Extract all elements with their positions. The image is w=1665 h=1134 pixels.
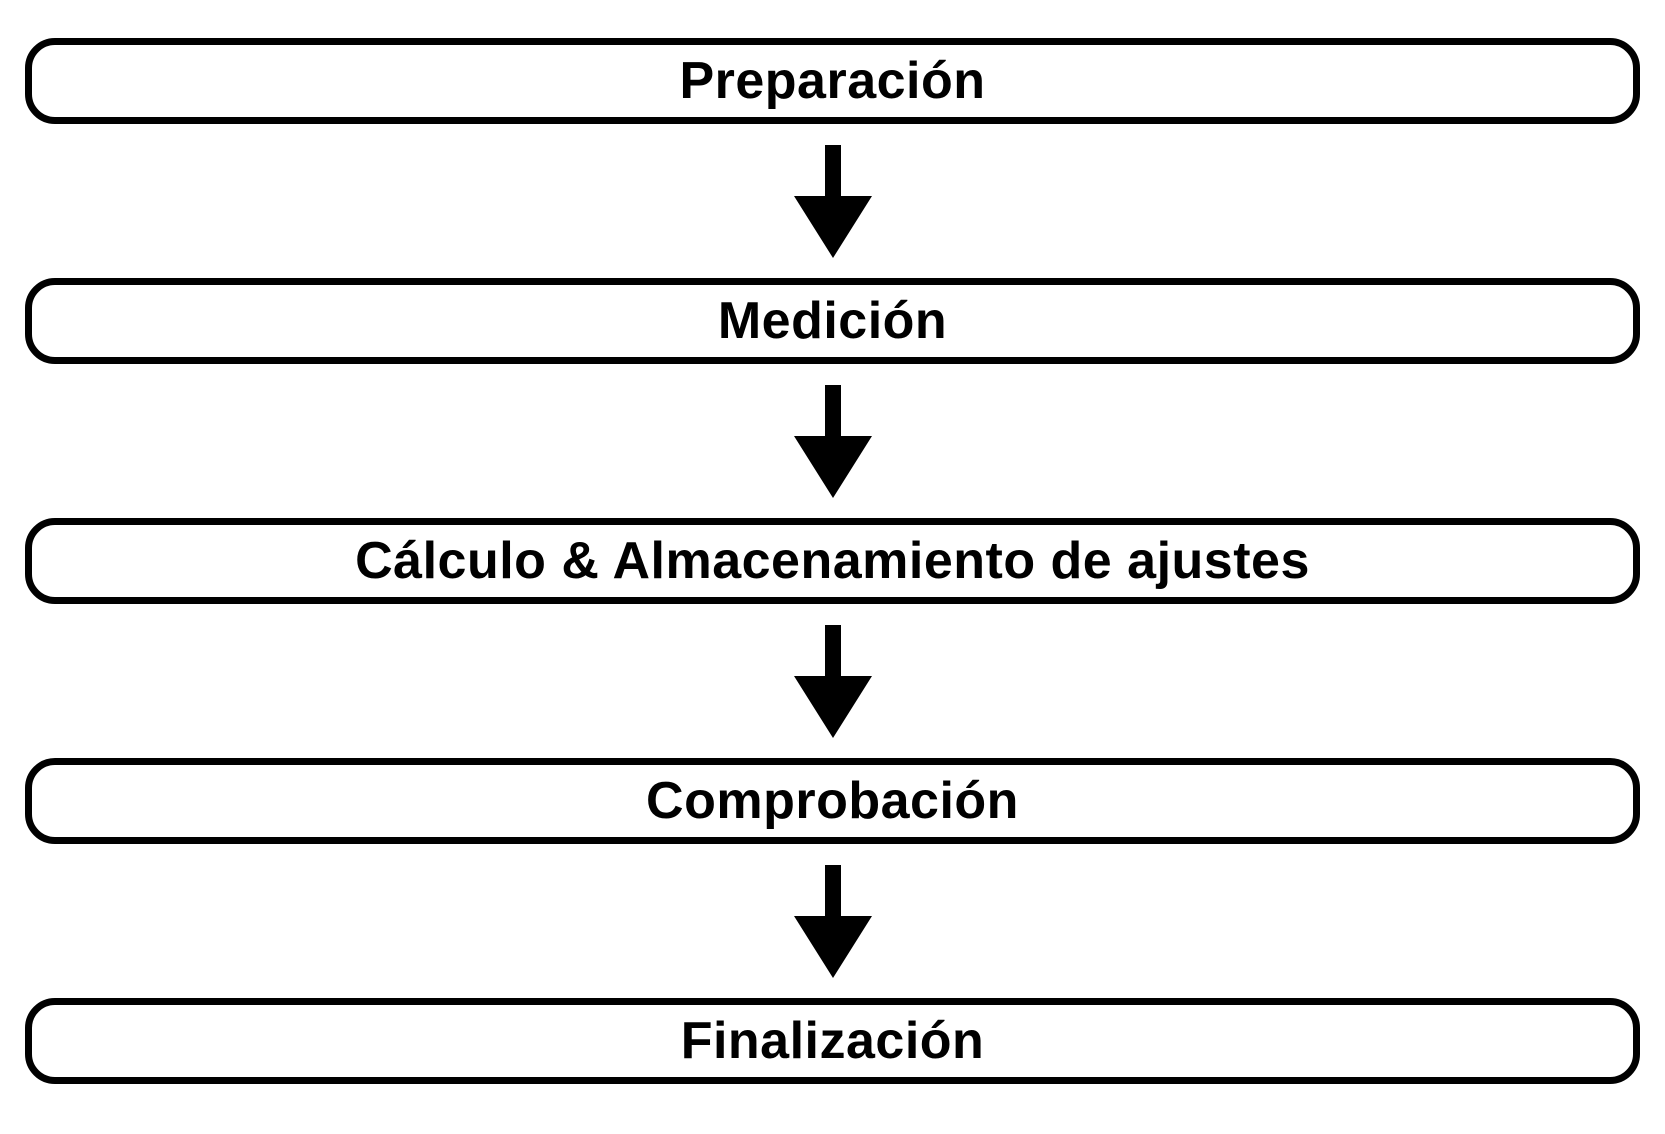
step-label: Comprobación [646, 772, 1019, 830]
down-arrow-icon [793, 384, 872, 498]
step-label: Preparación [679, 52, 986, 110]
flow-step-finalizacion: Finalización [25, 998, 1640, 1084]
connector-4 [25, 844, 1640, 998]
flow-step-preparacion: Preparación [25, 38, 1640, 124]
flow-step-calculo-almacenamiento: Cálculo & Almacenamiento de ajustes [25, 518, 1640, 604]
down-arrow-icon [793, 624, 872, 738]
flow-step-medicion: Medición [25, 278, 1640, 364]
down-arrow-icon [793, 864, 872, 978]
connector-3 [25, 604, 1640, 758]
step-label: Cálculo & Almacenamiento de ajustes [355, 532, 1310, 590]
flow-step-comprobacion: Comprobación [25, 758, 1640, 844]
step-label: Medición [717, 292, 948, 350]
step-label: Finalización [680, 1012, 985, 1070]
connector-2 [25, 364, 1640, 518]
flowchart: Preparación Medición Cálculo & Almacenam… [25, 38, 1640, 1084]
connector-1 [25, 124, 1640, 278]
down-arrow-icon [793, 144, 872, 258]
